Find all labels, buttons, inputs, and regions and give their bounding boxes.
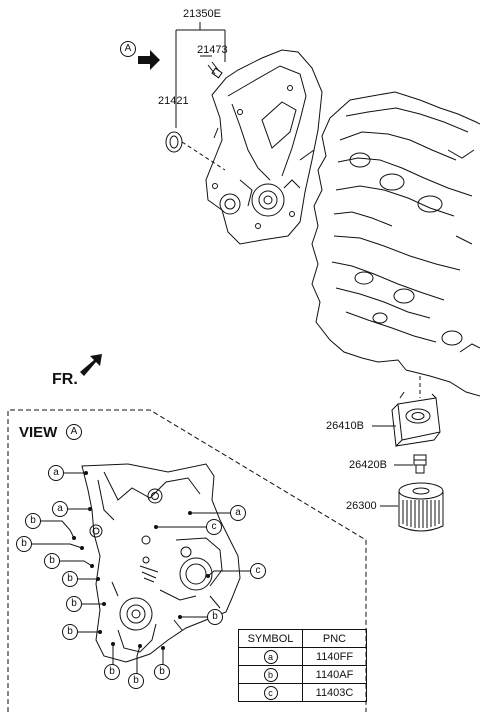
marker-b: b (16, 536, 32, 552)
fitting-part-number: 26420B (349, 459, 387, 471)
seal-part (165, 131, 226, 171)
marker-a: a (230, 505, 246, 521)
pnc-cell: 11403C (302, 683, 367, 702)
marker-b: b (128, 673, 144, 689)
view-a-arrow (138, 50, 160, 70)
marker-b: b (66, 596, 82, 612)
marker-b: b (62, 571, 78, 587)
marker-b: b (207, 609, 223, 625)
symbol-cell: a (263, 649, 278, 664)
oil-cooler-part (391, 391, 441, 448)
marker-b: b (154, 664, 170, 680)
assembly-part-number: 21350E (183, 8, 221, 20)
table-row: b 1140AF (238, 665, 367, 684)
view-title-marker: A (66, 424, 82, 440)
seal-part-number: 21421 (158, 95, 189, 107)
symbol-table-header: SYMBOL PNC (238, 629, 367, 648)
symbol-cell: b (263, 667, 278, 682)
front-arrow (80, 354, 102, 376)
view-a-marker: A (120, 41, 136, 57)
oil-filter-part (398, 482, 444, 532)
symbol-table: SYMBOL PNC a 1140FF b 1140AF c 11403C (238, 629, 367, 702)
oil-filter-part-number: 26300 (346, 500, 377, 512)
engine-block-part (311, 91, 480, 397)
marker-b: b (62, 624, 78, 640)
pnc-header: PNC (302, 629, 367, 648)
oil-cooler-part-number: 26410B (326, 420, 364, 432)
marker-b: b (104, 664, 120, 680)
symbol-header: SYMBOL (238, 629, 303, 648)
marker-c: c (250, 563, 266, 579)
pnc-cell: 1140FF (302, 647, 367, 666)
marker-b: b (44, 553, 60, 569)
bolt-part (200, 55, 223, 79)
table-row: a 1140FF (238, 647, 367, 666)
symbol-cell: c (263, 685, 278, 700)
marker-c: c (206, 519, 222, 535)
marker-a: a (52, 501, 68, 517)
assembly-leader (175, 22, 226, 128)
view-frame (7, 409, 367, 712)
fitting-part (413, 454, 427, 474)
fastener-leaders (31, 472, 251, 676)
fastener-dots (72, 471, 210, 650)
bolt-part-number: 21473 (197, 44, 228, 56)
front-label: FR. (52, 371, 78, 388)
cover-view-part (81, 463, 241, 663)
marker-b: b (25, 513, 41, 529)
pnc-cell: 1140AF (302, 665, 367, 684)
view-title: VIEW (19, 424, 58, 441)
timing-cover-part (205, 49, 323, 245)
marker-a: a (48, 465, 64, 481)
table-row: c 11403C (238, 683, 367, 702)
